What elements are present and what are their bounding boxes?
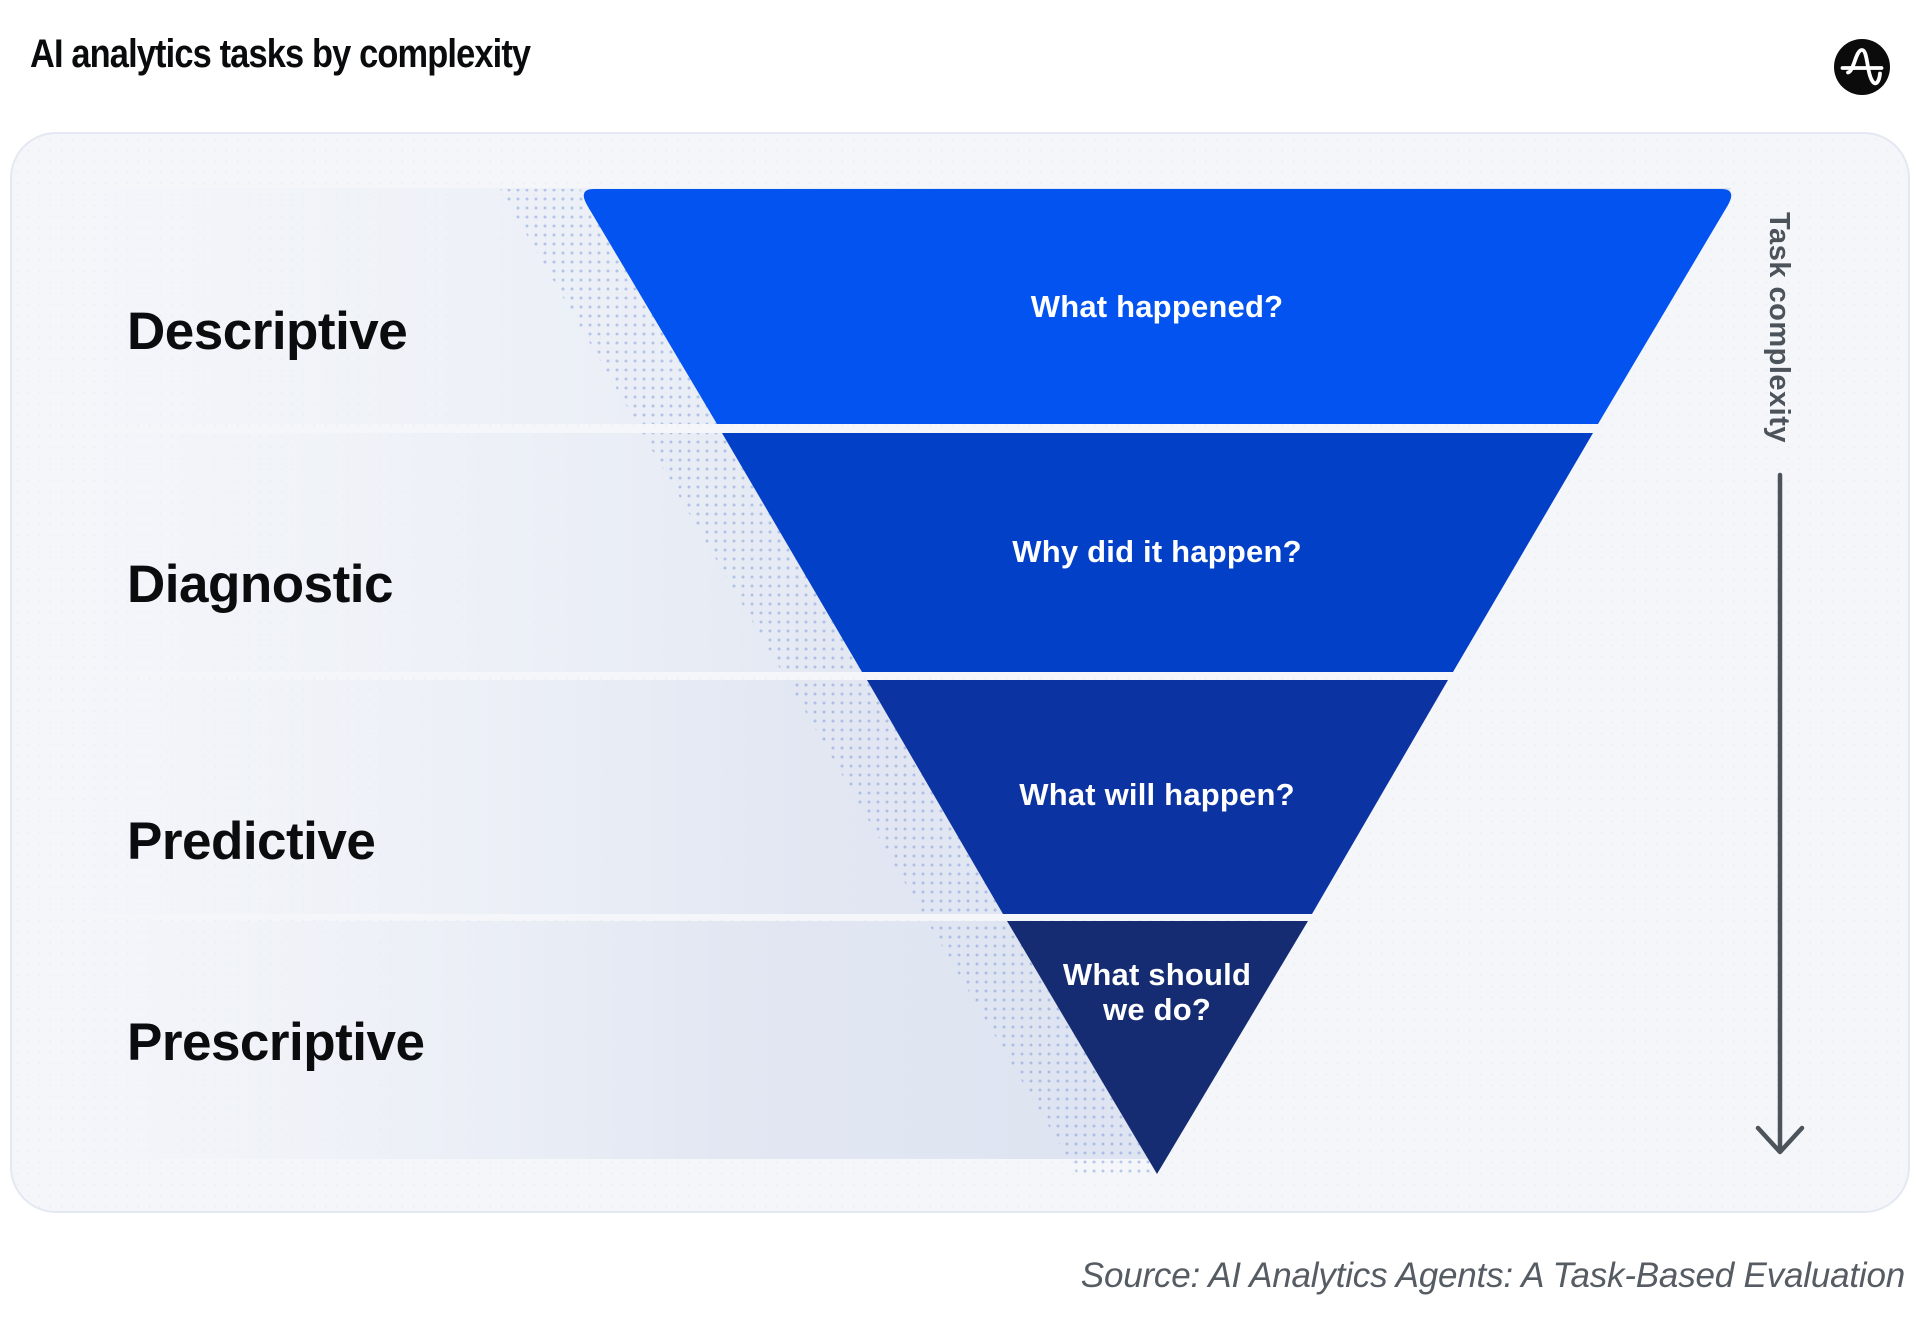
funnel-question-diagnostic: Why did it happen?: [1012, 534, 1302, 569]
funnel-segment-prescriptive: [1007, 921, 1308, 1174]
amplitude-logo-icon: [1834, 39, 1890, 95]
funnel-segment-predictive: [867, 680, 1448, 914]
source-attribution: Source: AI Analytics Agents: A Task-Base…: [1080, 1256, 1905, 1295]
funnel-segment-diagnostic: [722, 433, 1593, 672]
axis-label-task-complexity: Task complexity: [1763, 212, 1795, 444]
page-title: AI analytics tasks by complexity: [30, 32, 531, 76]
task-complexity-arrow-icon: [1755, 472, 1805, 1155]
funnel-segment-descriptive: [583, 189, 1732, 424]
funnel-question-predictive: What will happen?: [1019, 777, 1295, 812]
halftone-dots: [500, 189, 1157, 1174]
funnel-question-prescriptive: What should we do?: [1062, 957, 1252, 1027]
row-label-descriptive: Descriptive: [127, 302, 408, 361]
diagram-card: Descriptive Diagnostic Predictive Prescr…: [10, 132, 1910, 1213]
funnel-question-descriptive: What happened?: [1030, 289, 1284, 324]
row-label-prescriptive: Prescriptive: [127, 1013, 425, 1072]
funnel-graphic: [12, 188, 1805, 1174]
row-label-diagnostic: Diagnostic: [127, 555, 393, 614]
row-label-predictive: Predictive: [127, 812, 376, 871]
